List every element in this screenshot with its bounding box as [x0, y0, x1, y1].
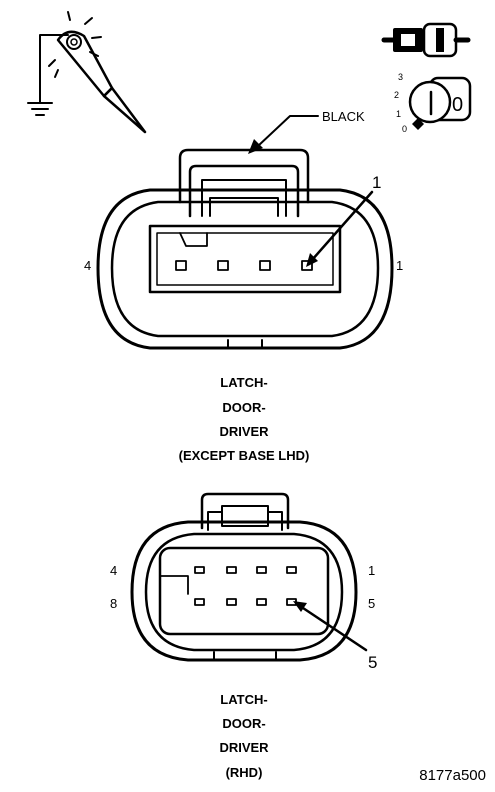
connector-4-pin-cavity: [148, 224, 342, 294]
pin-8: [194, 598, 205, 606]
ignition-position-0: 0: [402, 124, 407, 134]
pin-label-bottom-right-bottom: 5: [368, 596, 375, 611]
pin-4: [175, 260, 187, 271]
pin-3: [217, 260, 229, 271]
figure-id: 8177a500: [419, 767, 486, 784]
caption-bottom-line-2: DOOR-: [222, 716, 265, 731]
test-light-icon: [27, 11, 147, 134]
connector-4-pin-outer-shell: [96, 188, 394, 350]
connector-8-pin-cavity: [158, 546, 330, 636]
pin-6: [256, 598, 267, 606]
pin-label-left-top: 4: [84, 258, 91, 273]
caption-top-line-2: DOOR-: [222, 400, 265, 415]
connector-8-pin-latch: [200, 492, 290, 530]
caption-bottom: LATCH- DOOR- DRIVER (RHD): [219, 692, 269, 780]
pin-2: [259, 260, 271, 271]
connector-8-pin-inner-shell: [144, 532, 344, 652]
connector-4-pin-latch: [178, 148, 310, 204]
color-callout: BLACK: [248, 109, 365, 154]
pin-label-bottom-left-bottom: 8: [110, 596, 117, 611]
pin-label-right-top: 1: [396, 258, 403, 273]
pin-callout-top: 1: [306, 173, 381, 267]
pin-7: [226, 598, 237, 606]
connector-8-pin: [130, 492, 358, 662]
ignition-key-icon: 0 3 2 1 0: [394, 72, 472, 134]
ignition-key-label: 0: [452, 94, 463, 116]
caption-top-line-4: (EXCEPT BASE LHD): [179, 448, 310, 463]
caption-bottom-line-3: DRIVER: [219, 740, 269, 755]
caption-top: LATCH- DOOR- DRIVER (EXCEPT BASE LHD): [179, 375, 310, 463]
pin-callout-bottom: 5: [293, 601, 377, 672]
callout-number-bottom: 5: [368, 653, 377, 672]
pin-4: [194, 566, 205, 574]
ignition-position-2: 2: [394, 90, 399, 100]
ignition-position-1: 1: [396, 109, 401, 119]
caption-top-line-3: DRIVER: [219, 424, 269, 439]
pin-1: [301, 260, 313, 271]
connector-4-pin-inner-shell: [110, 200, 380, 338]
connector-8-pin-outer-shell: [130, 520, 358, 662]
caption-top-line-1: LATCH-: [220, 375, 267, 390]
pin-2: [256, 566, 267, 574]
callout-number-top: 1: [372, 173, 381, 192]
pin-label-top-left-bottom: 4: [110, 563, 117, 578]
connector-color-label: BLACK: [322, 109, 365, 124]
pin-label-top-right-bottom: 1: [368, 563, 375, 578]
disconnected-connector-icon: [381, 22, 471, 58]
ignition-position-3: 3: [398, 72, 403, 82]
caption-bottom-line-1: LATCH-: [220, 692, 267, 707]
pin-1: [286, 566, 297, 574]
connector-4-pin: [96, 148, 394, 350]
pin-3: [226, 566, 237, 574]
caption-bottom-line-4: (RHD): [226, 765, 263, 780]
